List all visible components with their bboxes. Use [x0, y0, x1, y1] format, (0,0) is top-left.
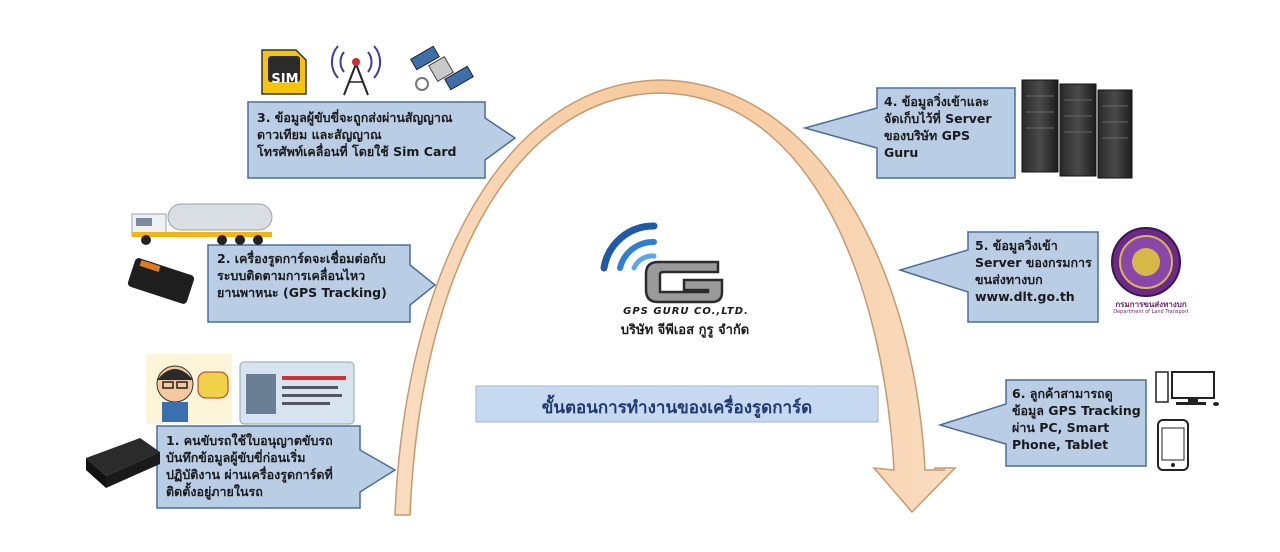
callout-box-4	[802, 87, 1016, 179]
dlt-label-en: Department of Land Transport	[1113, 309, 1189, 315]
diagram-title: ขั้นตอนการทำงานของเครื่องรูดการ์ด	[541, 398, 813, 418]
callout-box-2	[207, 244, 437, 323]
title-box	[475, 385, 879, 423]
callout-box-5	[897, 231, 1099, 323]
callout-box-3	[247, 101, 517, 179]
server-rack-icon	[1021, 79, 1133, 179]
step-6-text: 6. ลูกค้าสามารถดู ข้อมูล GPS Tracking ผ่…	[1012, 386, 1141, 452]
gps-guru-logo	[600, 222, 724, 304]
gps-device-icon	[127, 258, 195, 304]
dlt-seal-icon	[1111, 227, 1181, 297]
sim-card-icon	[261, 49, 307, 95]
dlt-label-th: กรมการขนส่งทางบก	[1115, 300, 1187, 309]
driver-cartoon-icon	[146, 354, 232, 424]
callout-box-6	[937, 379, 1147, 467]
step-5-text: 5. ข้อมูลวิ่งเข้า Server ของกรมการ ขนส่ง…	[975, 238, 1092, 304]
callout-box-1	[156, 425, 397, 509]
logo-company-th: บริษัท จีพีเอส กูรู จำกัด	[620, 323, 750, 338]
satellite-icon	[410, 45, 474, 91]
desktop-pc-icon	[1155, 371, 1219, 406]
smartphone-icon	[1157, 419, 1189, 471]
arch-arrow	[394, 79, 957, 516]
driver-license-icon	[239, 361, 355, 425]
logo-company-en: GPS GURU CO.,LTD.	[623, 306, 749, 317]
sim-card-label: SIM	[271, 72, 299, 87]
antenna-tower-icon	[330, 45, 382, 96]
step-2-text: 2. เครื่องรูดการ์ดจะเชื่อมต่อกับ ระบบติด…	[217, 251, 387, 300]
card-reader-icon	[86, 438, 160, 488]
step-3-text: 3. ข้อมูลผู้ขับขี่จะถูกส่งผ่านสัญญาณ ดาว…	[257, 110, 457, 159]
tanker-truck-icon	[131, 203, 273, 245]
step-1-text: 1. คนขับรถใช้ใบอนุญาตขับรถ บันทึกข้อมูลผ…	[166, 433, 333, 499]
step-4-text: 4. ข้อมูลวิ่งเข้าและ จัดเก็บไว้ที่ Serve…	[884, 94, 992, 160]
